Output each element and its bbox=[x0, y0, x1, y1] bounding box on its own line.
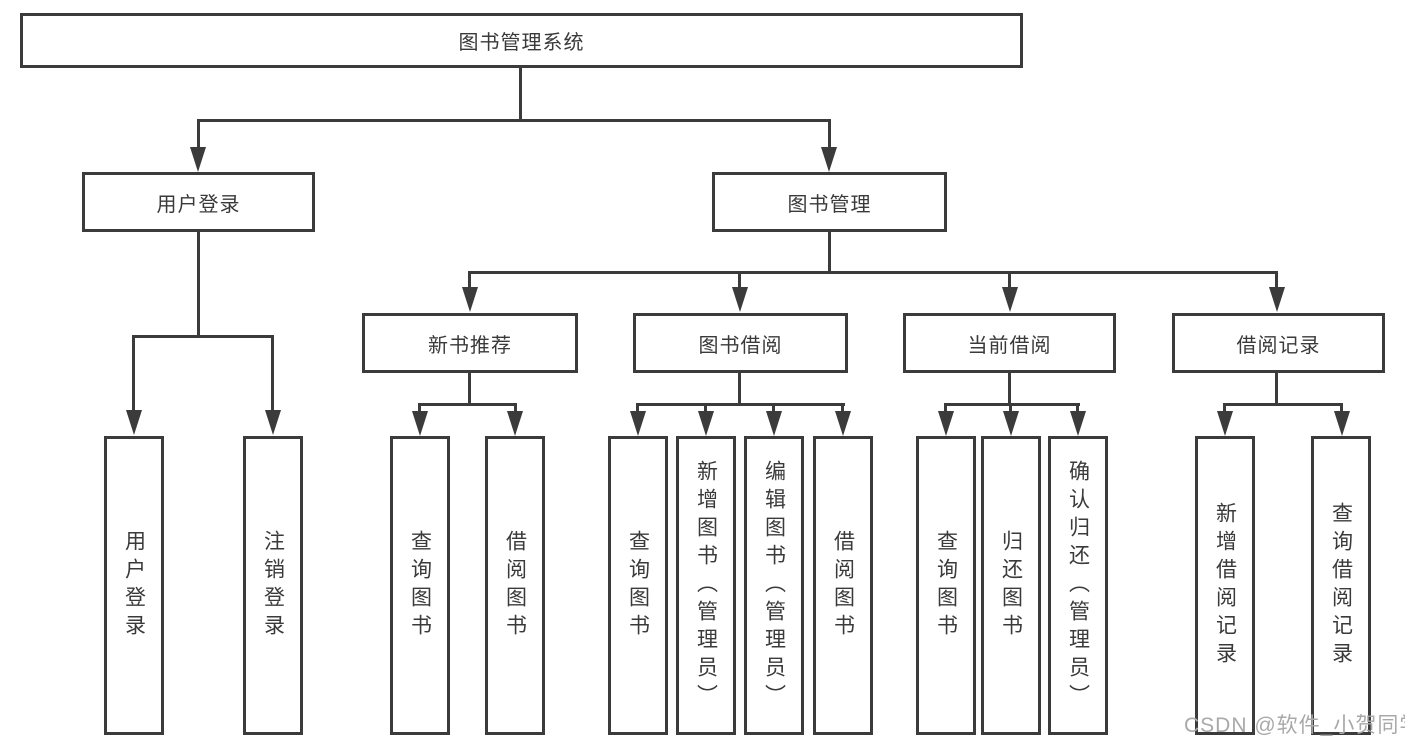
arrow-down-icon bbox=[835, 411, 851, 436]
connector-line bbox=[828, 232, 831, 274]
connector-line bbox=[1008, 271, 1011, 289]
leaf-borrow-add: 新增图书（管理员） bbox=[676, 436, 736, 735]
connector-line bbox=[468, 373, 471, 405]
arrow-down-icon bbox=[732, 287, 748, 312]
node-book-management: 图书管理 bbox=[712, 172, 947, 232]
leaf-user-login: 用户登录 bbox=[104, 436, 164, 735]
node-current-borrow-label: 当前借阅 bbox=[967, 334, 1052, 357]
arrow-down-icon bbox=[1334, 411, 1350, 436]
connector-line bbox=[1076, 403, 1079, 413]
leaf-newbook-query: 查询图书 bbox=[390, 436, 450, 735]
arrow-down-icon bbox=[821, 147, 837, 172]
arrow-down-icon bbox=[190, 147, 206, 172]
arrow-down-icon bbox=[462, 287, 478, 312]
arrow-down-icon bbox=[1217, 411, 1233, 436]
node-user-login-label: 用户登录 bbox=[156, 193, 241, 216]
connector-line bbox=[1223, 403, 1343, 406]
connector-line bbox=[1223, 403, 1226, 413]
node-new-book-recommend: 新书推荐 bbox=[362, 313, 578, 373]
arrow-down-icon bbox=[1003, 411, 1019, 436]
connector-line bbox=[636, 403, 639, 413]
arrow-down-icon bbox=[630, 411, 646, 436]
leaf-user-login-label: 用户登录 bbox=[122, 529, 146, 642]
connector-line bbox=[841, 403, 844, 413]
node-new-book-recommend-label: 新书推荐 bbox=[428, 334, 512, 357]
arrow-down-icon bbox=[1269, 287, 1285, 312]
connector-line bbox=[132, 335, 274, 338]
leaf-current-return: 归还图书 bbox=[981, 436, 1041, 735]
leaf-record-query: 查询借阅记录 bbox=[1311, 436, 1371, 735]
connector-line bbox=[519, 66, 522, 121]
arrow-down-icon bbox=[1070, 411, 1086, 436]
arrow-down-icon bbox=[1002, 287, 1018, 312]
leaf-logout-label: 注销登录 bbox=[261, 529, 285, 642]
connector-line bbox=[418, 403, 517, 406]
leaf-borrow-borrow: 借阅图书 bbox=[813, 436, 873, 735]
arrow-down-icon bbox=[938, 411, 954, 436]
connector-line bbox=[271, 335, 274, 412]
leaf-current-query: 查询图书 bbox=[916, 436, 976, 735]
connector-line bbox=[738, 271, 741, 289]
leaf-record-add: 新增借阅记录 bbox=[1195, 436, 1255, 735]
leaf-borrow-query-label: 查询图书 bbox=[626, 529, 650, 642]
leaf-logout: 注销登录 bbox=[243, 436, 303, 735]
connector-line bbox=[1275, 271, 1278, 289]
leaf-current-return-label: 归还图书 bbox=[999, 529, 1023, 642]
connector-line bbox=[738, 373, 741, 405]
node-borrow-record: 借阅记录 bbox=[1172, 313, 1385, 373]
arrow-down-icon bbox=[507, 411, 523, 436]
leaf-record-add-label: 新增借阅记录 bbox=[1213, 501, 1237, 670]
leaf-borrow-edit: 编辑图书（管理员） bbox=[744, 436, 804, 735]
connector-line bbox=[468, 271, 471, 289]
node-user-login: 用户登录 bbox=[82, 172, 315, 232]
arrow-down-icon bbox=[698, 411, 714, 436]
arrow-down-icon bbox=[265, 410, 281, 435]
leaf-borrow-borrow-label: 借阅图书 bbox=[831, 529, 855, 642]
connector-line bbox=[197, 119, 200, 150]
node-root-label: 图书管理系统 bbox=[458, 32, 585, 54]
connector-line bbox=[197, 232, 200, 338]
connector-line bbox=[1275, 373, 1278, 405]
node-current-borrow: 当前借阅 bbox=[903, 313, 1116, 373]
leaf-current-confirm-label: 确认归还（管理员） bbox=[1066, 459, 1090, 712]
arrow-down-icon bbox=[766, 411, 782, 436]
connector-line bbox=[704, 403, 707, 413]
connector-line bbox=[772, 403, 775, 413]
connector-line bbox=[197, 119, 831, 122]
connector-line bbox=[418, 403, 421, 413]
leaf-newbook-borrow: 借阅图书 bbox=[485, 436, 545, 735]
leaf-newbook-query-label: 查询图书 bbox=[408, 529, 432, 642]
watermark: CSDN @软件_小贺同学 bbox=[1184, 714, 1405, 737]
leaf-borrow-add-label: 新增图书（管理员） bbox=[694, 459, 718, 712]
arrow-down-icon bbox=[412, 411, 428, 436]
leaf-current-confirm: 确认归还（管理员） bbox=[1048, 436, 1108, 735]
leaf-newbook-borrow-label: 借阅图书 bbox=[503, 529, 527, 642]
connector-line bbox=[944, 403, 947, 413]
leaf-borrow-edit-label: 编辑图书（管理员） bbox=[762, 459, 786, 712]
connector-line bbox=[828, 119, 831, 150]
node-borrow-record-label: 借阅记录 bbox=[1236, 334, 1321, 357]
node-book-borrow-label: 图书借阅 bbox=[698, 334, 783, 357]
arrow-down-icon bbox=[126, 410, 142, 435]
node-book-management-label: 图书管理 bbox=[787, 193, 872, 216]
leaf-current-query-label: 查询图书 bbox=[934, 529, 958, 642]
connector-line bbox=[1009, 403, 1012, 413]
node-book-borrow: 图书借阅 bbox=[633, 313, 848, 373]
connector-line bbox=[1340, 403, 1343, 413]
connector-line bbox=[132, 335, 135, 412]
connector-line bbox=[514, 403, 517, 413]
leaf-borrow-query: 查询图书 bbox=[608, 436, 668, 735]
connector-line bbox=[944, 403, 1080, 406]
connector-line bbox=[1008, 373, 1011, 405]
connector-line bbox=[636, 403, 845, 406]
connector-line bbox=[468, 271, 1278, 274]
leaf-record-query-label: 查询借阅记录 bbox=[1329, 501, 1353, 670]
node-root: 图书管理系统 bbox=[20, 13, 1023, 68]
